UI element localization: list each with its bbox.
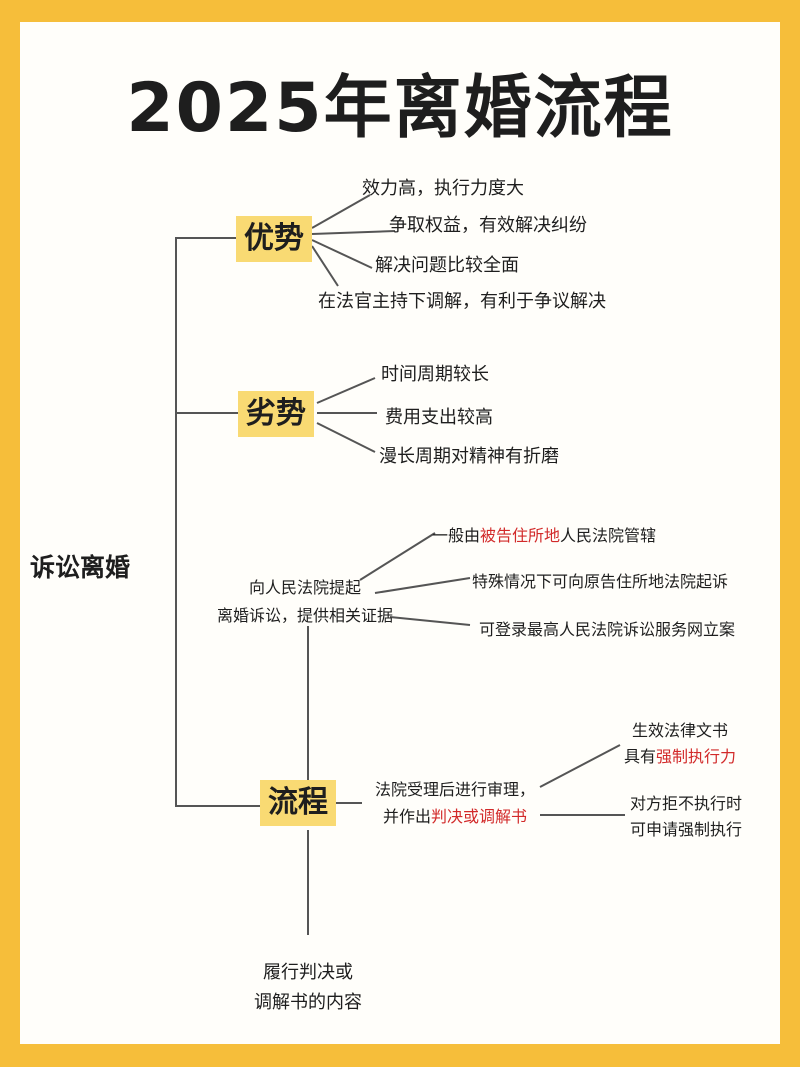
step2-text: 法院受理后进行审理， 并作出判决或调解书 <box>355 776 555 830</box>
step1-line-2 <box>374 577 471 594</box>
adv-item-2: 争取权益，有效解决纠纷 <box>389 215 587 236</box>
step1-line-1 <box>359 532 436 581</box>
refuse-line-2: 可申请强制执行 <box>629 820 742 839</box>
page-title: 2025年离婚流程 <box>126 69 674 148</box>
step1-note-1-pre: 一般由 <box>432 526 481 545</box>
adv-line-2 <box>311 230 396 235</box>
step2-line-2-pre: 并作出 <box>382 807 431 826</box>
poster-card <box>20 22 780 1044</box>
adv-line-3 <box>311 239 373 269</box>
step2-line-1: 法院受理后进行审理， <box>374 780 535 799</box>
node-disadvantages: 劣势 <box>238 391 314 437</box>
root-node: 诉讼离婚 <box>30 553 131 582</box>
step2-line-2-emphasis: 判决或调解书 <box>431 807 528 826</box>
step2-refuse: 对方拒不执行时 可申请强制执行 <box>606 791 766 843</box>
adv-item-1: 效力高，执行力度大 <box>362 178 524 199</box>
adv-item-3: 解决问题比较全面 <box>375 255 519 276</box>
step2-effect-line <box>539 744 621 788</box>
dis-item-3: 漫长周期对精神有折磨 <box>379 446 559 467</box>
dis-item-2: 费用支出较高 <box>385 407 493 428</box>
step2-effect: 生效法律文书 具有强制执行力 <box>600 718 760 770</box>
adv-line-1 <box>311 194 371 229</box>
adv-line-4 <box>311 245 339 287</box>
step1-line-2: 离婚诉讼，提供相关证据 <box>216 606 393 625</box>
node-advantages: 优势 <box>236 216 312 262</box>
step1-note-3: 可登录最高人民法院诉讼服务网立案 <box>479 620 736 639</box>
step1-line-1: 向人民法院提起 <box>248 578 361 597</box>
step1-note-1-emphasis: 被告住所地 <box>480 526 561 545</box>
step1-note-1: 一般由被告住所地人民法院管辖 <box>432 522 656 546</box>
adv-item-4: 在法官主持下调解，有利于争议解决 <box>318 291 606 312</box>
dis-line-3 <box>316 422 376 453</box>
step1-line-3 <box>389 616 471 626</box>
trunk-line <box>175 237 262 807</box>
step1-note-1-post: 人民法院管辖 <box>560 526 657 545</box>
effect-line-2-pre: 具有 <box>623 747 656 766</box>
step1-text: 向人民法院提起 离婚诉讼，提供相关证据 <box>190 574 420 630</box>
dis-item-1: 时间周期较长 <box>381 364 489 385</box>
step3-line-1: 履行判决或 <box>263 962 353 983</box>
step1-note-2: 特殊情况下可向原告住所地法院起诉 <box>472 572 729 591</box>
step3-line-2: 调解书的内容 <box>254 992 362 1013</box>
effect-line-2-emphasis: 强制执行力 <box>656 747 737 766</box>
refuse-line-1: 对方拒不执行时 <box>629 794 742 813</box>
dis-line-1 <box>316 377 376 404</box>
step3-text: 履行判决或 调解书的内容 <box>208 958 408 1018</box>
effect-line-1: 生效法律文书 <box>631 721 728 740</box>
node-process: 流程 <box>260 780 336 826</box>
